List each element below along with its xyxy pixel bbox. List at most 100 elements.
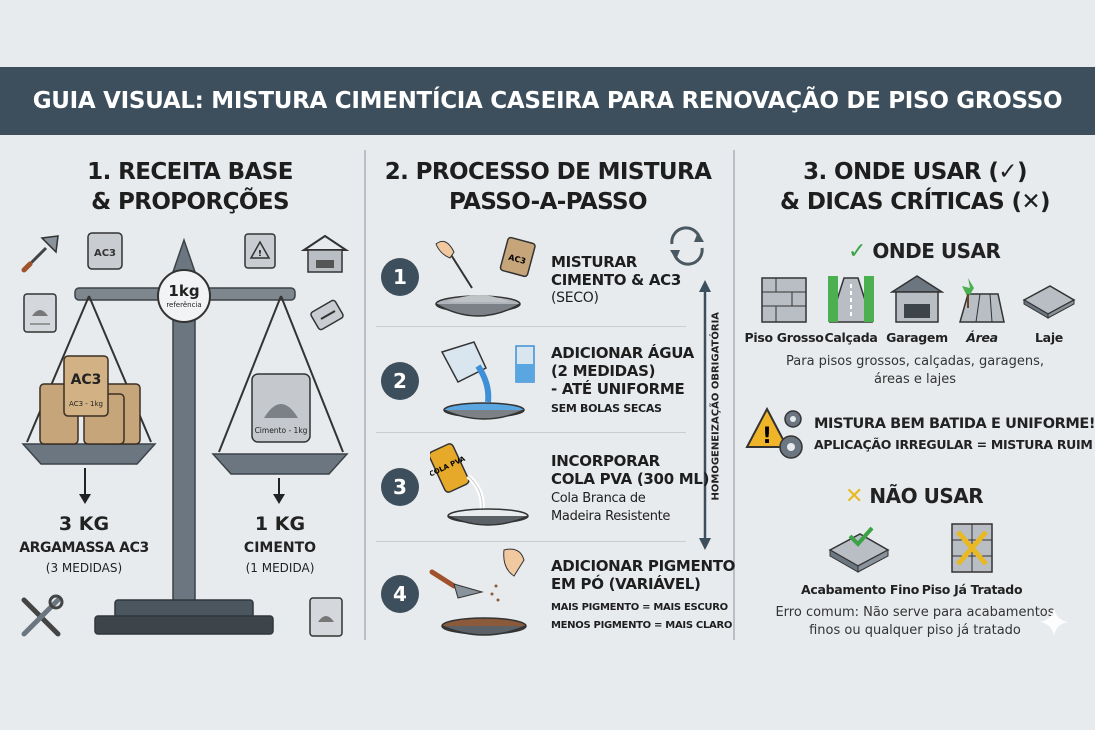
treated-floor-icon (951, 523, 993, 573)
step-4-text: ADICIONAR PIGMENTO EM PÓ (VARIÁVEL) MAIS… (551, 557, 735, 635)
nouse-heading-text: NÃO USAR (869, 484, 984, 508)
ac3-bags-stack (39, 355, 141, 445)
check-icon: ✓ (848, 239, 866, 264)
step-2-number: 2 (381, 362, 419, 400)
col3-title-line2: & DICAS CRÍTICAS (✕) (780, 189, 1051, 215)
homogenization-arrow (699, 280, 711, 550)
ac3-amount: 3 KG (58, 513, 110, 535)
title-banner: GUIA VISUAL: MISTURA CIMENTÍCIA CASEIRA … (0, 67, 1095, 135)
step-1-line1: MISTURAR (551, 253, 638, 271)
step-1-text: MISTURAR CIMENTO & AC3 (SECO) (551, 253, 681, 307)
ac3-bag-sublabel: AC3 - 1kg (69, 400, 103, 408)
col3-title-line1: 3. ONDE USAR (✓) (803, 159, 1027, 185)
col1-title: 1. RECEITA BASE & PROPORÇÕES (40, 157, 340, 217)
col1-title-line1: 1. RECEITA BASE (87, 159, 293, 185)
pigment-mix-icon (429, 548, 527, 636)
garage-use-icon (890, 275, 944, 323)
bag-ac3-text: AC3 (507, 253, 526, 266)
step-2-line2: (2 MEDIDAS) (551, 362, 656, 380)
float-trowel-icon (310, 299, 344, 331)
fine-finish-icon (828, 526, 890, 573)
tools-icon (21, 594, 64, 637)
cement-bag-icon (23, 293, 57, 333)
pva-glue-icon: COLA PVA (430, 443, 529, 526)
homogenization-label: HOMOGENEIZAÇÃO OBRIGATÓRIA (710, 311, 722, 501)
garage-icon (300, 234, 350, 273)
cement-bag-on-pan (251, 373, 311, 443)
step-4-line2: EM PÓ (VARIÁVEL) (551, 575, 701, 593)
warning-line2: APLICAÇÃO IRREGULAR = MISTURA RUIM (814, 437, 1093, 452)
use-desc-line1: Para pisos grossos, calçadas, garagens, (786, 354, 1044, 369)
svg-text:!: ! (762, 424, 772, 449)
refresh-icon (670, 226, 704, 266)
step-1-line3: (SECO) (551, 290, 599, 306)
area-icon (959, 278, 1005, 323)
use-desc-line2: áreas e lajes (874, 372, 956, 387)
col1-title-line2: & PROPORÇÕES (91, 189, 289, 215)
cement-bag-label: Cimento - 1kg (254, 426, 308, 435)
svg-text:!: ! (258, 249, 262, 258)
cement-name: CIMENTO (243, 540, 317, 556)
step-1-line2: CIMENTO & AC3 (551, 271, 681, 289)
use-item-slab: Laje (1035, 330, 1063, 345)
cement-measure: (1 MEDIDA) (245, 561, 315, 575)
step-separator (376, 326, 686, 327)
step-4-line1: ADICIONAR PIGMENTO (551, 557, 736, 575)
column-divider (364, 150, 366, 640)
use-item-area: Área (966, 330, 998, 345)
ac3-bag-icon: AC3 (87, 232, 123, 270)
step-3-line2: COLA PVA (300 ML) (551, 470, 710, 488)
sidewalk-icon (828, 276, 874, 323)
balance-scale (21, 237, 349, 635)
error-line1: Erro comum: Não serve para acabamentos (775, 605, 1055, 620)
ac3-bag-label: AC3 (70, 372, 102, 388)
nouse-item-treated-floor: Piso Já Tratado (921, 582, 1023, 597)
dry-mix-bowl-icon: AC3 (435, 236, 536, 317)
cement-bag-small-icon (309, 597, 343, 637)
use-item-garage: Garagem (886, 330, 948, 345)
use-heading-text: ONDE USAR (872, 239, 1001, 263)
step-3-note2: Madeira Resistente (551, 509, 671, 524)
col2-title: 2. PROCESSO DE MISTURA PASSO-A-PASSO (378, 157, 718, 217)
thick-floor-icon (761, 277, 807, 323)
ac3-measure: (3 MEDIDAS) (45, 561, 123, 575)
trowel-icon (21, 235, 59, 273)
col2-title-line2: PASSO-A-PASSO (449, 189, 648, 215)
step-4-note1: MAIS PIGMENTO = MAIS ESCURO (551, 602, 728, 613)
sparkle-icon (1040, 608, 1068, 636)
slab-icon (1022, 285, 1076, 319)
step-4-number: 4 (381, 575, 419, 613)
step-4-note2: MENOS PIGMENTO = MAIS CLARO (551, 620, 733, 631)
use-item-thick-floor: Piso Grosso (744, 330, 824, 345)
step-3-number: 3 (381, 468, 419, 506)
nouse-item-fine-finish: Acabamento Fino (800, 582, 920, 597)
ac3-name: ARGAMASSA AC3 (19, 540, 149, 556)
step-2-line1: ADICIONAR ÁGUA (551, 344, 694, 362)
water-pour-icon (440, 341, 535, 420)
step-2-text: ADICIONAR ÁGUA (2 MEDIDAS) - ATÉ UNIFORM… (551, 344, 694, 418)
svg-text:AC3: AC3 (94, 248, 116, 259)
step-1-number: 1 (381, 258, 419, 296)
warning-line1: MISTURA BEM BATIDA E UNIFORME! (814, 416, 1095, 432)
cross-icon: ✕ (845, 484, 863, 509)
step-separator (376, 432, 686, 433)
step-3-text: INCORPORAR COLA PVA (300 ML) Cola Branca… (551, 452, 710, 526)
nouse-heading: ✕ NÃO USAR (845, 484, 984, 509)
step-3-note1: Cola Branca de (551, 491, 646, 506)
page-title: GUIA VISUAL: MISTURA CIMENTÍCIA CASEIRA … (32, 88, 1063, 114)
step-2-note: SEM BOLAS SECAS (551, 402, 662, 415)
col3-title: 3. ONDE USAR (✓) & DICAS CRÍTICAS (✕) (745, 157, 1085, 217)
step-2-line3: - ATÉ UNIFORME (551, 380, 685, 398)
col2-title-line1: 2. PROCESSO DE MISTURA (384, 159, 712, 185)
step-separator (376, 541, 686, 542)
column-divider (733, 150, 735, 640)
warning-gears-icon: ! (745, 406, 803, 459)
scale-weight-sublabel: referência (166, 301, 202, 309)
step-3-line1: INCORPORAR (551, 452, 660, 470)
error-line2: finos ou qualquer piso já tratado (809, 623, 1021, 638)
scale-weight-label: 1kg (168, 282, 200, 300)
use-item-sidewalk: Calçada (824, 330, 878, 345)
use-heading: ✓ ONDE USAR (848, 239, 1001, 264)
cement-amount: 1 KG (254, 513, 306, 535)
warning-bag-icon: ! (244, 233, 276, 269)
